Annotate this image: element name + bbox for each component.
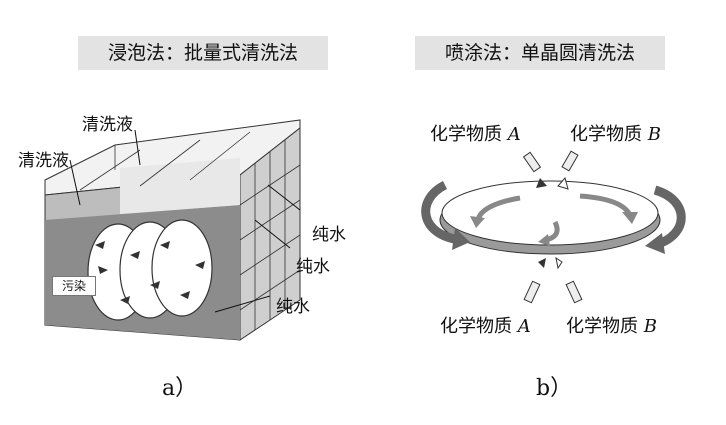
spin-wafer-diagram xyxy=(421,150,686,304)
caption-a: a） xyxy=(162,376,198,401)
panel-a-title: 浸泡法：批量式清洗法 xyxy=(78,36,328,70)
spray-bottom-a xyxy=(538,258,546,268)
leader-lines xyxy=(69,129,301,313)
tank-top-compartments xyxy=(79,120,301,191)
spray-top-a xyxy=(536,178,547,188)
flow-arrows xyxy=(95,241,205,304)
nozzle-bottom-a xyxy=(523,280,541,304)
label-solution-left: 清洗液 xyxy=(18,151,69,171)
right-rotation-arrow xyxy=(653,185,686,250)
tank-light-band xyxy=(120,158,240,214)
left-rotation-arrow xyxy=(421,180,461,245)
tank-right-grid xyxy=(239,140,301,330)
spray-bottom-b xyxy=(555,256,563,270)
label-water-1: 纯水 xyxy=(312,225,346,245)
panel-b-title: 喷涂法：单晶圆清洗法 xyxy=(415,36,665,70)
chem-label-bottom-b: 化学物质 B xyxy=(566,316,657,337)
nozzle-top-b xyxy=(561,150,579,172)
chem-label-bottom-a: 化学物质 A xyxy=(440,316,531,337)
chem-label-top-a: 化学物质 A xyxy=(430,124,521,145)
caption-b: b） xyxy=(536,376,573,401)
spray-top-b xyxy=(557,176,569,190)
label-water-3: 纯水 xyxy=(276,297,310,317)
label-contamination: 污染 xyxy=(52,276,96,296)
chem-label-top-b: 化学物质 B xyxy=(570,124,661,145)
label-water-2: 纯水 xyxy=(296,257,330,277)
nozzle-bottom-b xyxy=(565,280,583,304)
nozzle-top-a xyxy=(522,151,542,173)
label-solution-top: 清洗液 xyxy=(82,115,133,135)
